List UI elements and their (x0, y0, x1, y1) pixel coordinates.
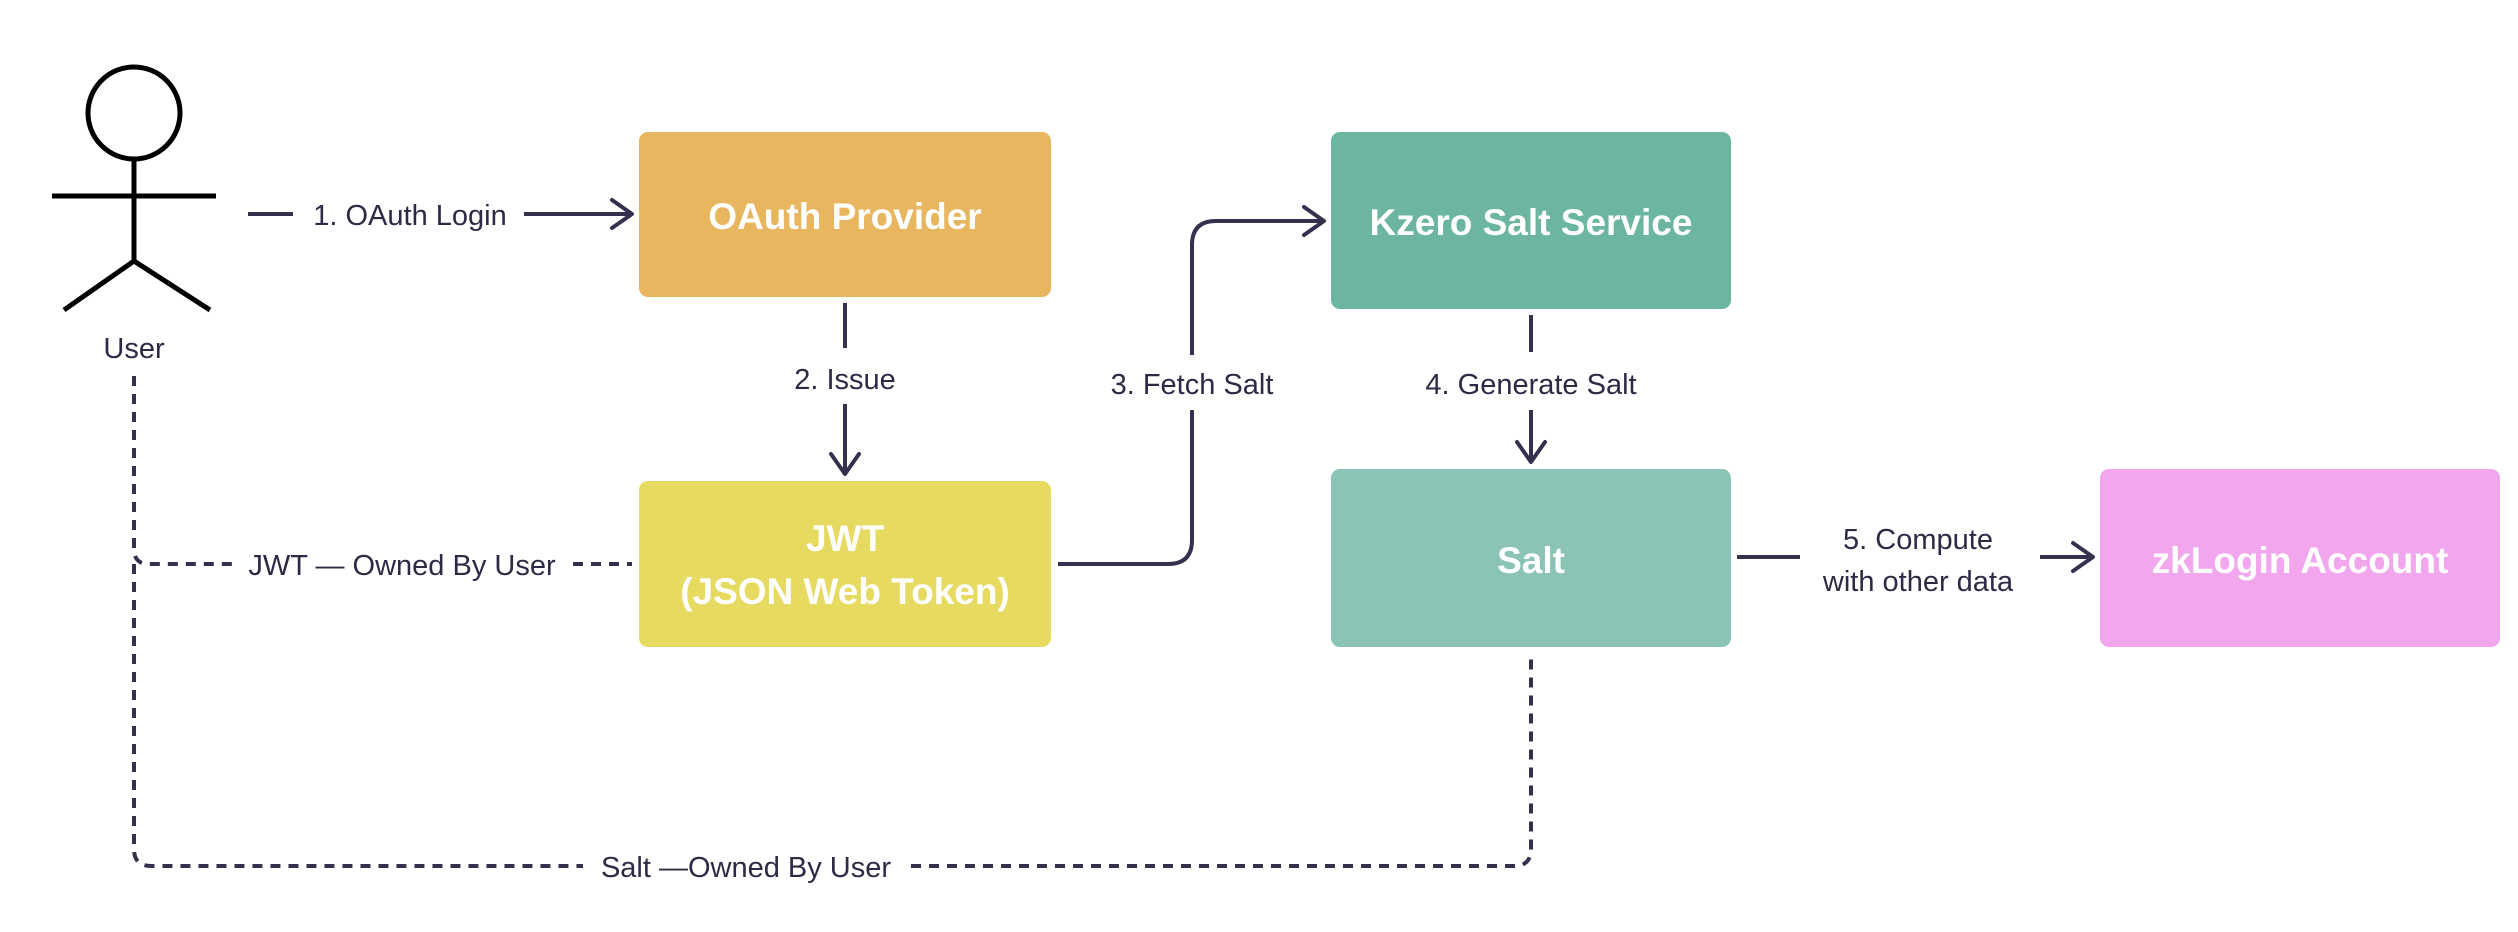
jwt-label-line1: JWT (806, 518, 885, 559)
edge-oauth-login: 1. OAuth Login (248, 198, 634, 232)
edge-salt-owned-by-user: Salt —Owned By User (132, 564, 1533, 884)
node-kzero-salt-service: Kzero Salt Service (1331, 132, 1731, 309)
zklogin-account-label: zkLogin Account (2152, 540, 2449, 581)
edge-issue: 2. Issue (794, 303, 896, 476)
kzero-salt-service-label: Kzero Salt Service (1370, 202, 1693, 243)
actor-right-leg (132, 258, 212, 313)
jwt-box (639, 481, 1051, 647)
edge-fetch-salt: 3. Fetch Salt (1058, 205, 1326, 566)
edge-jwt-owned-by-user: JWT — Owned By User (132, 376, 632, 582)
edge-salt-owned-label: Salt —Owned By User (601, 852, 891, 884)
zklogin-account-box (2100, 469, 2500, 647)
salt-label: Salt (1497, 540, 1565, 581)
node-zklogin-account: zkLogin Account (2100, 469, 2500, 647)
edge-salt-owned-segment-a (132, 564, 583, 868)
edge-fetch-salt-segment-b (1190, 219, 1324, 355)
actor-left-leg (62, 258, 136, 313)
edge-issue-label: 2. Issue (794, 364, 896, 396)
user-actor: User (52, 64, 216, 365)
edge-salt-owned-segment-b (911, 653, 1533, 868)
oauth-provider-box (639, 132, 1051, 297)
jwt-label-line2: (JSON Web Token) (680, 571, 1010, 612)
edge-oauth-login-label: 1. OAuth Login (313, 200, 506, 232)
edge-jwt-owned-label: JWT — Owned By User (248, 550, 556, 582)
arrow-right-icon (610, 198, 634, 230)
actor-head-icon (85, 64, 183, 162)
node-salt: Salt (1331, 469, 1731, 647)
edge-compute-label-line2: with other data (1822, 566, 2014, 598)
oauth-provider-label: OAuth Provider (708, 196, 981, 237)
kzero-salt-service-box (1331, 132, 1731, 309)
edge-fetch-salt-segment-a (1058, 410, 1194, 566)
arrow-down-icon (1515, 440, 1547, 464)
arrow-right-icon (2071, 541, 2095, 573)
arrow-down-icon (829, 452, 861, 476)
edge-compute: 5. Compute with other data (1737, 524, 2095, 598)
user-label: User (103, 333, 165, 365)
node-oauth-provider: OAuth Provider (639, 132, 1051, 297)
arrow-right-icon (1302, 205, 1326, 237)
edge-compute-label-line1: 5. Compute (1843, 524, 1993, 556)
edge-jwt-owned-segment-a (132, 376, 236, 566)
node-jwt: JWT (JSON Web Token) (639, 481, 1051, 647)
edge-generate-salt: 4. Generate Salt (1425, 315, 1637, 464)
salt-box (1331, 469, 1731, 647)
edge-generate-salt-label: 4. Generate Salt (1425, 369, 1636, 401)
edge-fetch-salt-label: 3. Fetch Salt (1111, 369, 1274, 401)
